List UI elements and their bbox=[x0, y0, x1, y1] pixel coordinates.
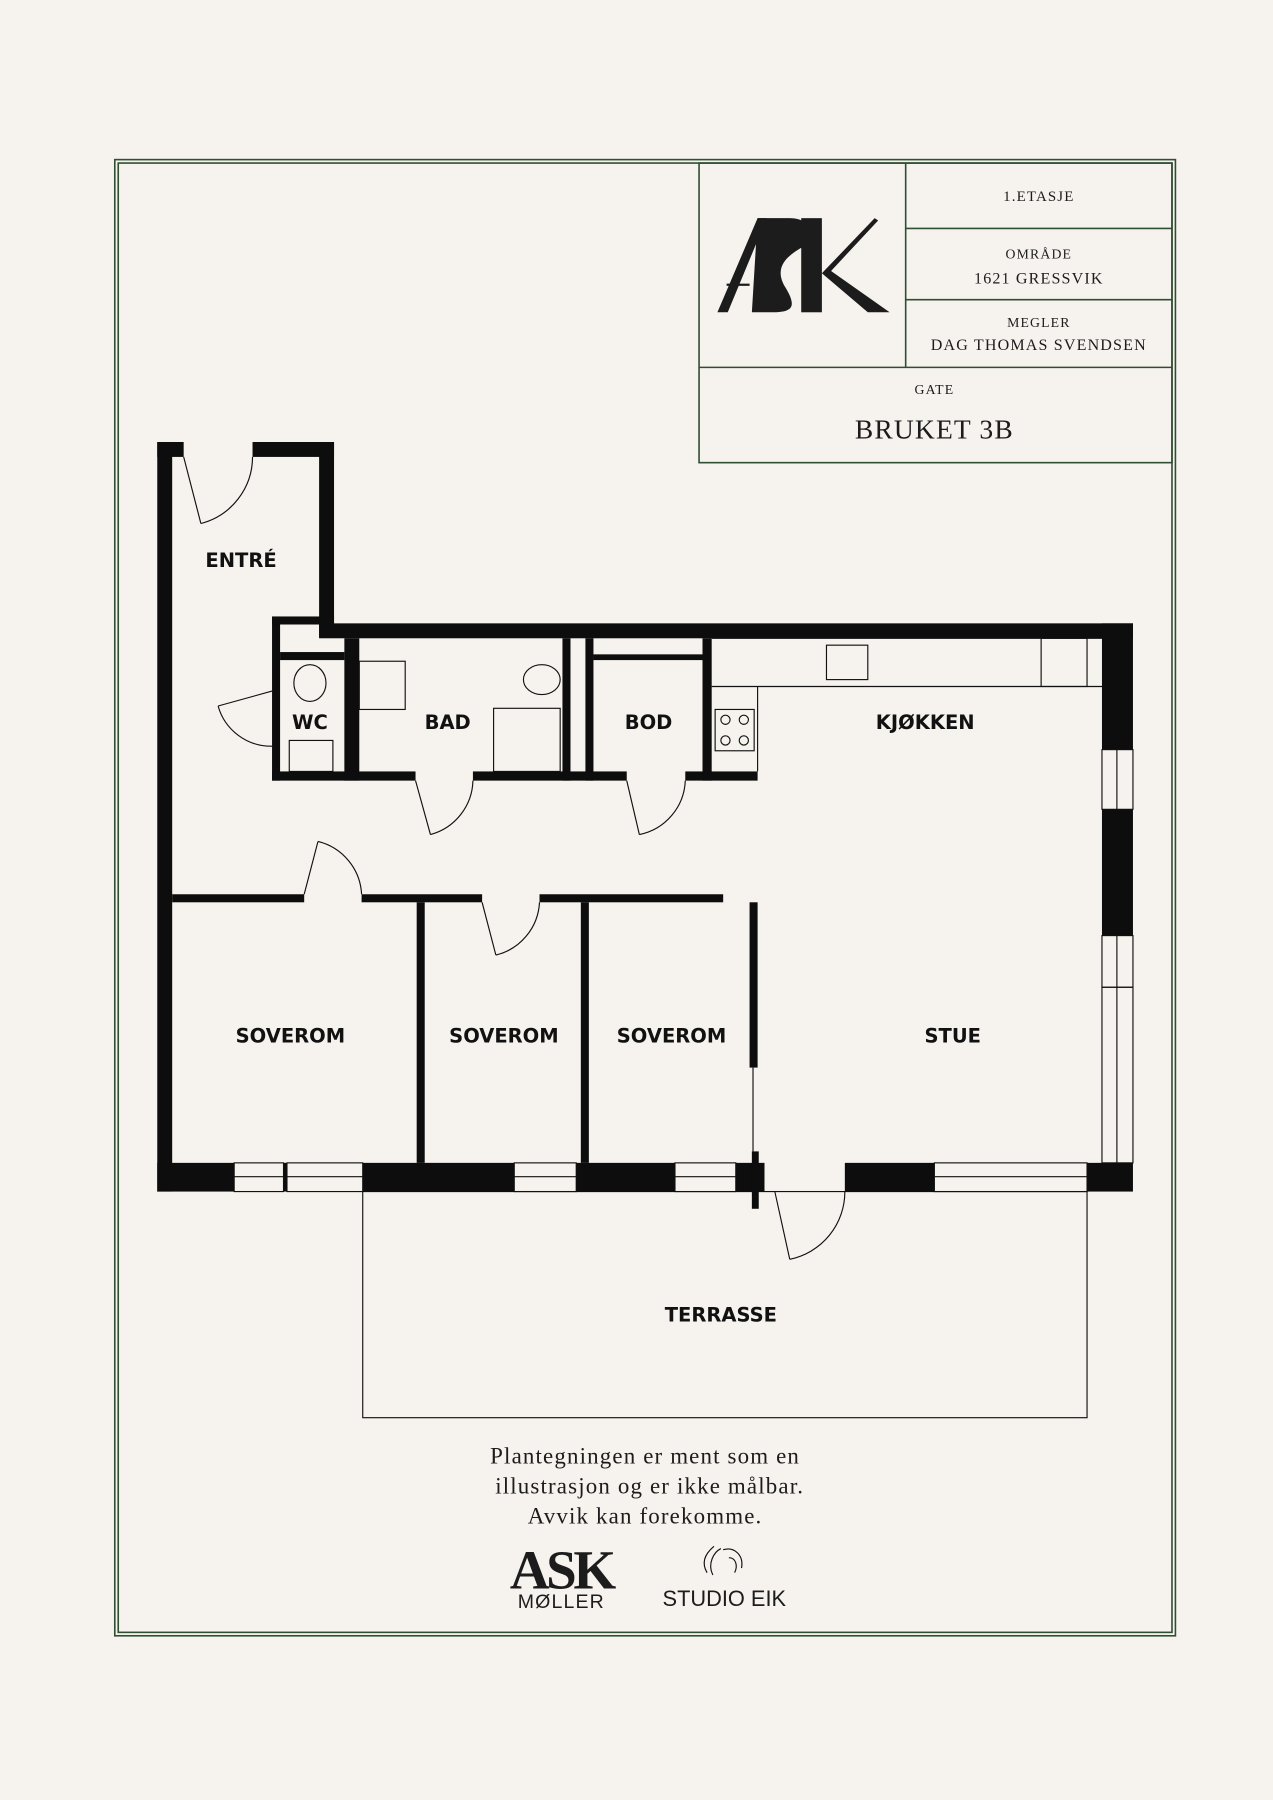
room-label-stue: STUE bbox=[924, 1024, 981, 1047]
disclaimer-line-1: Plantegningen er ment som en bbox=[490, 1444, 800, 1469]
room-label-wc: WC bbox=[292, 711, 328, 734]
room-label-bod: BOD bbox=[625, 711, 673, 734]
fingerprint-icon bbox=[703, 1545, 743, 1576]
doors bbox=[183, 456, 846, 1260]
inner-frame bbox=[117, 162, 1173, 1634]
agent-value: DAG THOMAS SVENDSEN bbox=[931, 337, 1147, 354]
studio-eik-logo: STUDIO EIK bbox=[663, 1545, 787, 1611]
disclaimer-line-3: Avvik kan forekomme. bbox=[528, 1503, 763, 1528]
toilet-icon bbox=[293, 664, 327, 702]
stove-icon bbox=[714, 708, 755, 752]
walls bbox=[157, 441, 1133, 1209]
outer-frame bbox=[113, 158, 1177, 1637]
room-label-entre: ENTRÉ bbox=[205, 549, 276, 572]
bad-toilet-icon bbox=[522, 664, 561, 696]
floor-label: 1.ETASJE bbox=[1003, 189, 1074, 205]
room-label-soverom-2: SOVEROM bbox=[449, 1024, 559, 1047]
room-label-bad: BAD bbox=[425, 711, 471, 734]
street-label: GATE bbox=[914, 382, 954, 397]
room-label-soverom-3: SOVEROM bbox=[617, 1024, 727, 1047]
ask-logo bbox=[717, 218, 890, 313]
kitchen-sink-icon bbox=[825, 644, 869, 681]
ask-moller-name: MØLLER bbox=[518, 1591, 605, 1613]
studio-eik-name: STUDIO EIK bbox=[663, 1586, 787, 1611]
area-label: OMRÅDE bbox=[1006, 246, 1073, 261]
disclaimer-line-2: illustrasjon og er ikke målbar. bbox=[495, 1473, 804, 1498]
kitchen-counter bbox=[711, 637, 1102, 772]
ask-moller-logo: ASK MØLLER bbox=[510, 1540, 620, 1614]
bathroom-fixtures bbox=[288, 660, 561, 773]
street-value: BRUKET 3B bbox=[855, 414, 1014, 445]
area-value: 1621 GRESSVIK bbox=[974, 271, 1104, 288]
title-block: 1.ETASJE OMRÅDE 1621 GRESSVIK MEGLER DAG… bbox=[698, 162, 1173, 464]
shower-icon bbox=[493, 707, 561, 773]
wc-sink-icon bbox=[288, 739, 334, 773]
room-label-terrasse: TERRASSE bbox=[665, 1303, 777, 1326]
room-label-kjokken: KJØKKEN bbox=[876, 711, 975, 734]
room-label-soverom-1: SOVEROM bbox=[236, 1024, 346, 1047]
agent-label: MEGLER bbox=[1007, 315, 1070, 330]
windows bbox=[233, 749, 1134, 1193]
ask-moller-mark: ASK bbox=[510, 1540, 617, 1601]
